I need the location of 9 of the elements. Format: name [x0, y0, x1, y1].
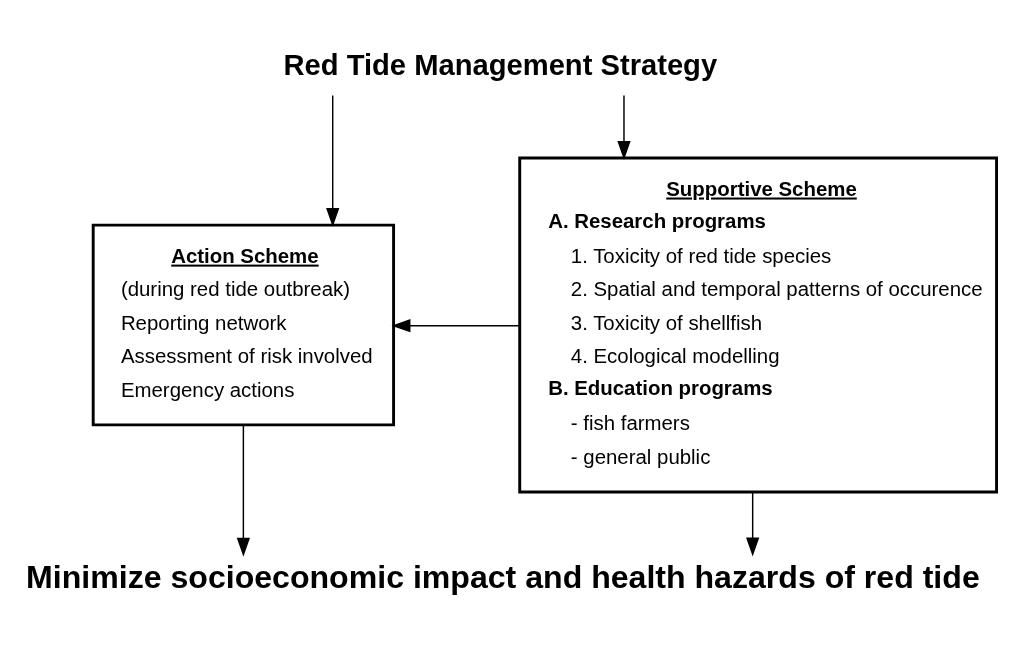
arrow [746, 491, 760, 557]
arrow [391, 319, 521, 333]
node-box: Action Scheme (during red tide outbreak) Reporting network Assessment of risk involved Emergency actions [91, 223, 396, 427]
arrow [617, 94, 631, 160]
arrow [326, 94, 340, 228]
node-text: Minimize socioeconomic impact and health hazards of red tide [26, 558, 980, 595]
arrow [236, 424, 251, 557]
node-text: Red Tide Management Strategy [283, 48, 718, 81]
node-box: Supportive Scheme A. Research programs 1. Toxicity of red tide species 2. Spatial and temporal patterns of occurence 3. Toxicity of shellfish 4. Ecological modelling B. Education programs - fish farmers - general public [518, 156, 998, 494]
